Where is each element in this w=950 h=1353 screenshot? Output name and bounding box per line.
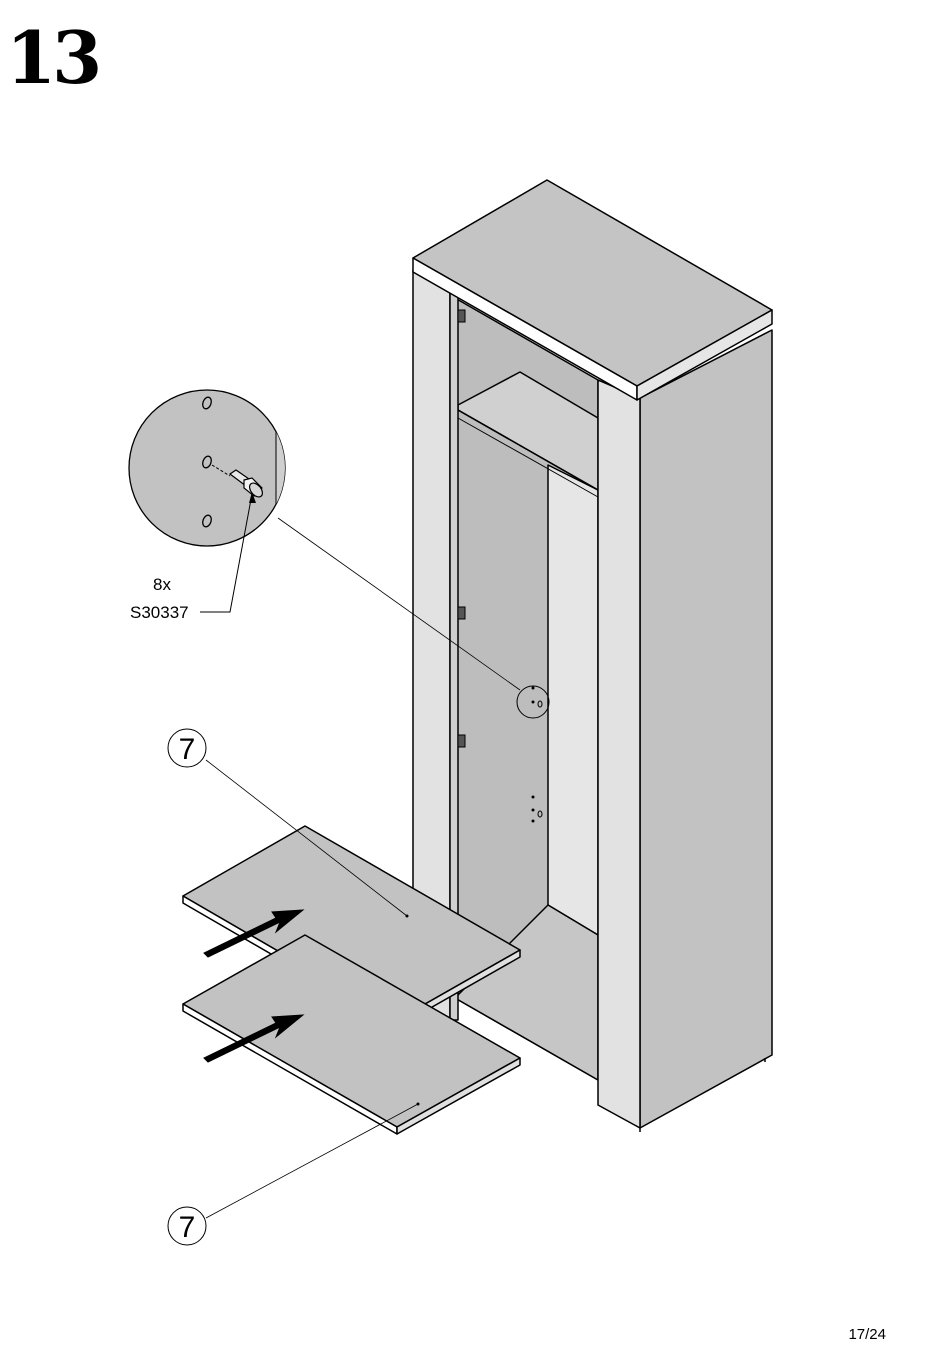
part-callout-lower: 7 — [168, 1207, 206, 1245]
hinge-icon — [458, 310, 465, 322]
svg-text:7: 7 — [179, 733, 196, 766]
page-number: 17/24 — [848, 1327, 886, 1342]
hardware-part-code: S30337 — [130, 604, 189, 621]
hardware-quantity: 8x — [153, 576, 171, 593]
hinge-icon — [458, 607, 465, 619]
svg-text:7: 7 — [179, 1211, 196, 1244]
cabinet-right-front-edge — [598, 380, 640, 1128]
hinge-icon — [458, 735, 465, 747]
zoom-detail — [129, 380, 306, 560]
cabinet-interior-right-wall — [548, 465, 598, 935]
cabinet-right-side-panel — [640, 330, 772, 1128]
part-callout-upper: 7 — [168, 729, 206, 767]
